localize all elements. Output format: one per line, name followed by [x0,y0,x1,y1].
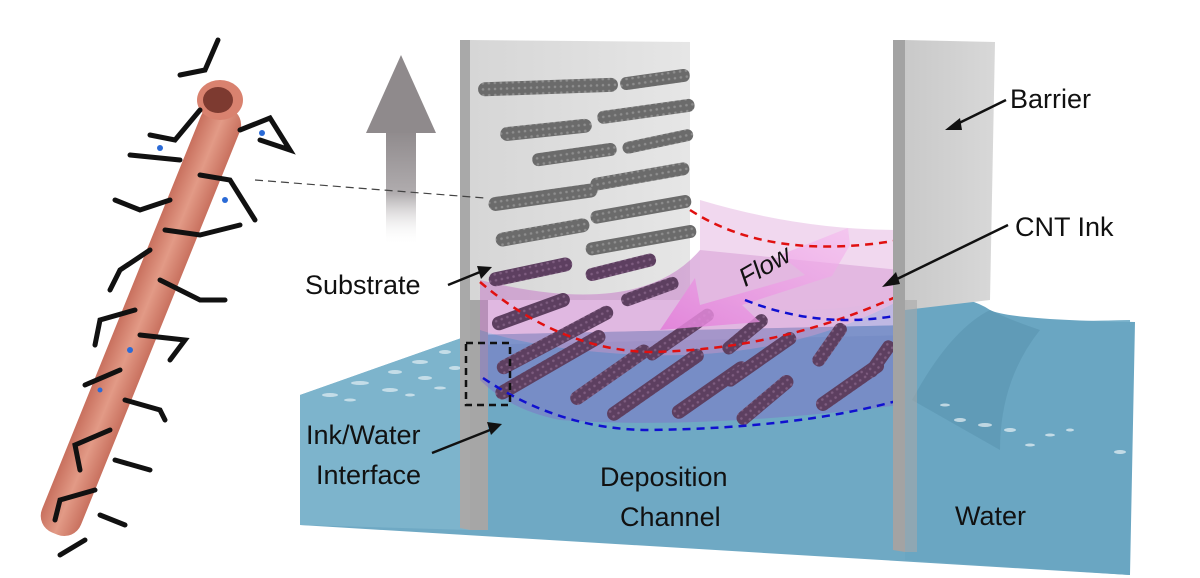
withdrawal-arrow-icon [366,55,436,245]
cnt-ink-pointer-arrow [894,223,1009,282]
interface-pointer-arrow [431,428,491,455]
interface-upper-boundary [744,298,901,322]
deposition-label-line1: Deposition [600,462,728,492]
aligned-nanotubes-dry [478,68,697,256]
zoom-pointer-line [254,179,486,199]
ink-bottom-boundary [479,281,901,354]
meniscus-highlight-box [464,341,512,407]
deposition-label-line2: Channel [620,502,721,532]
arrowhead-icon [945,118,962,130]
arrowhead-icon [487,422,502,435]
substrate-pointer-arrow [447,270,481,287]
water-label: Water [955,501,1026,531]
ink-top-boundary [689,208,901,248]
substrate-label: Substrate [305,270,421,300]
arrowhead-icon [477,266,492,279]
cnt-ink-label: CNT Ink [1015,212,1114,242]
interface-label-line2: Interface [316,460,421,490]
nanotubes-in-ink [488,253,896,425]
water-region [905,296,1135,575]
arrowhead-icon [882,272,900,287]
barrier-label: Barrier [1010,84,1091,114]
barrier-pointer-arrow [954,98,1007,127]
interface-label-line1: Ink/Water [306,420,421,450]
interface-lower-boundary [482,376,901,432]
functionalized-cnt-model [40,37,296,558]
